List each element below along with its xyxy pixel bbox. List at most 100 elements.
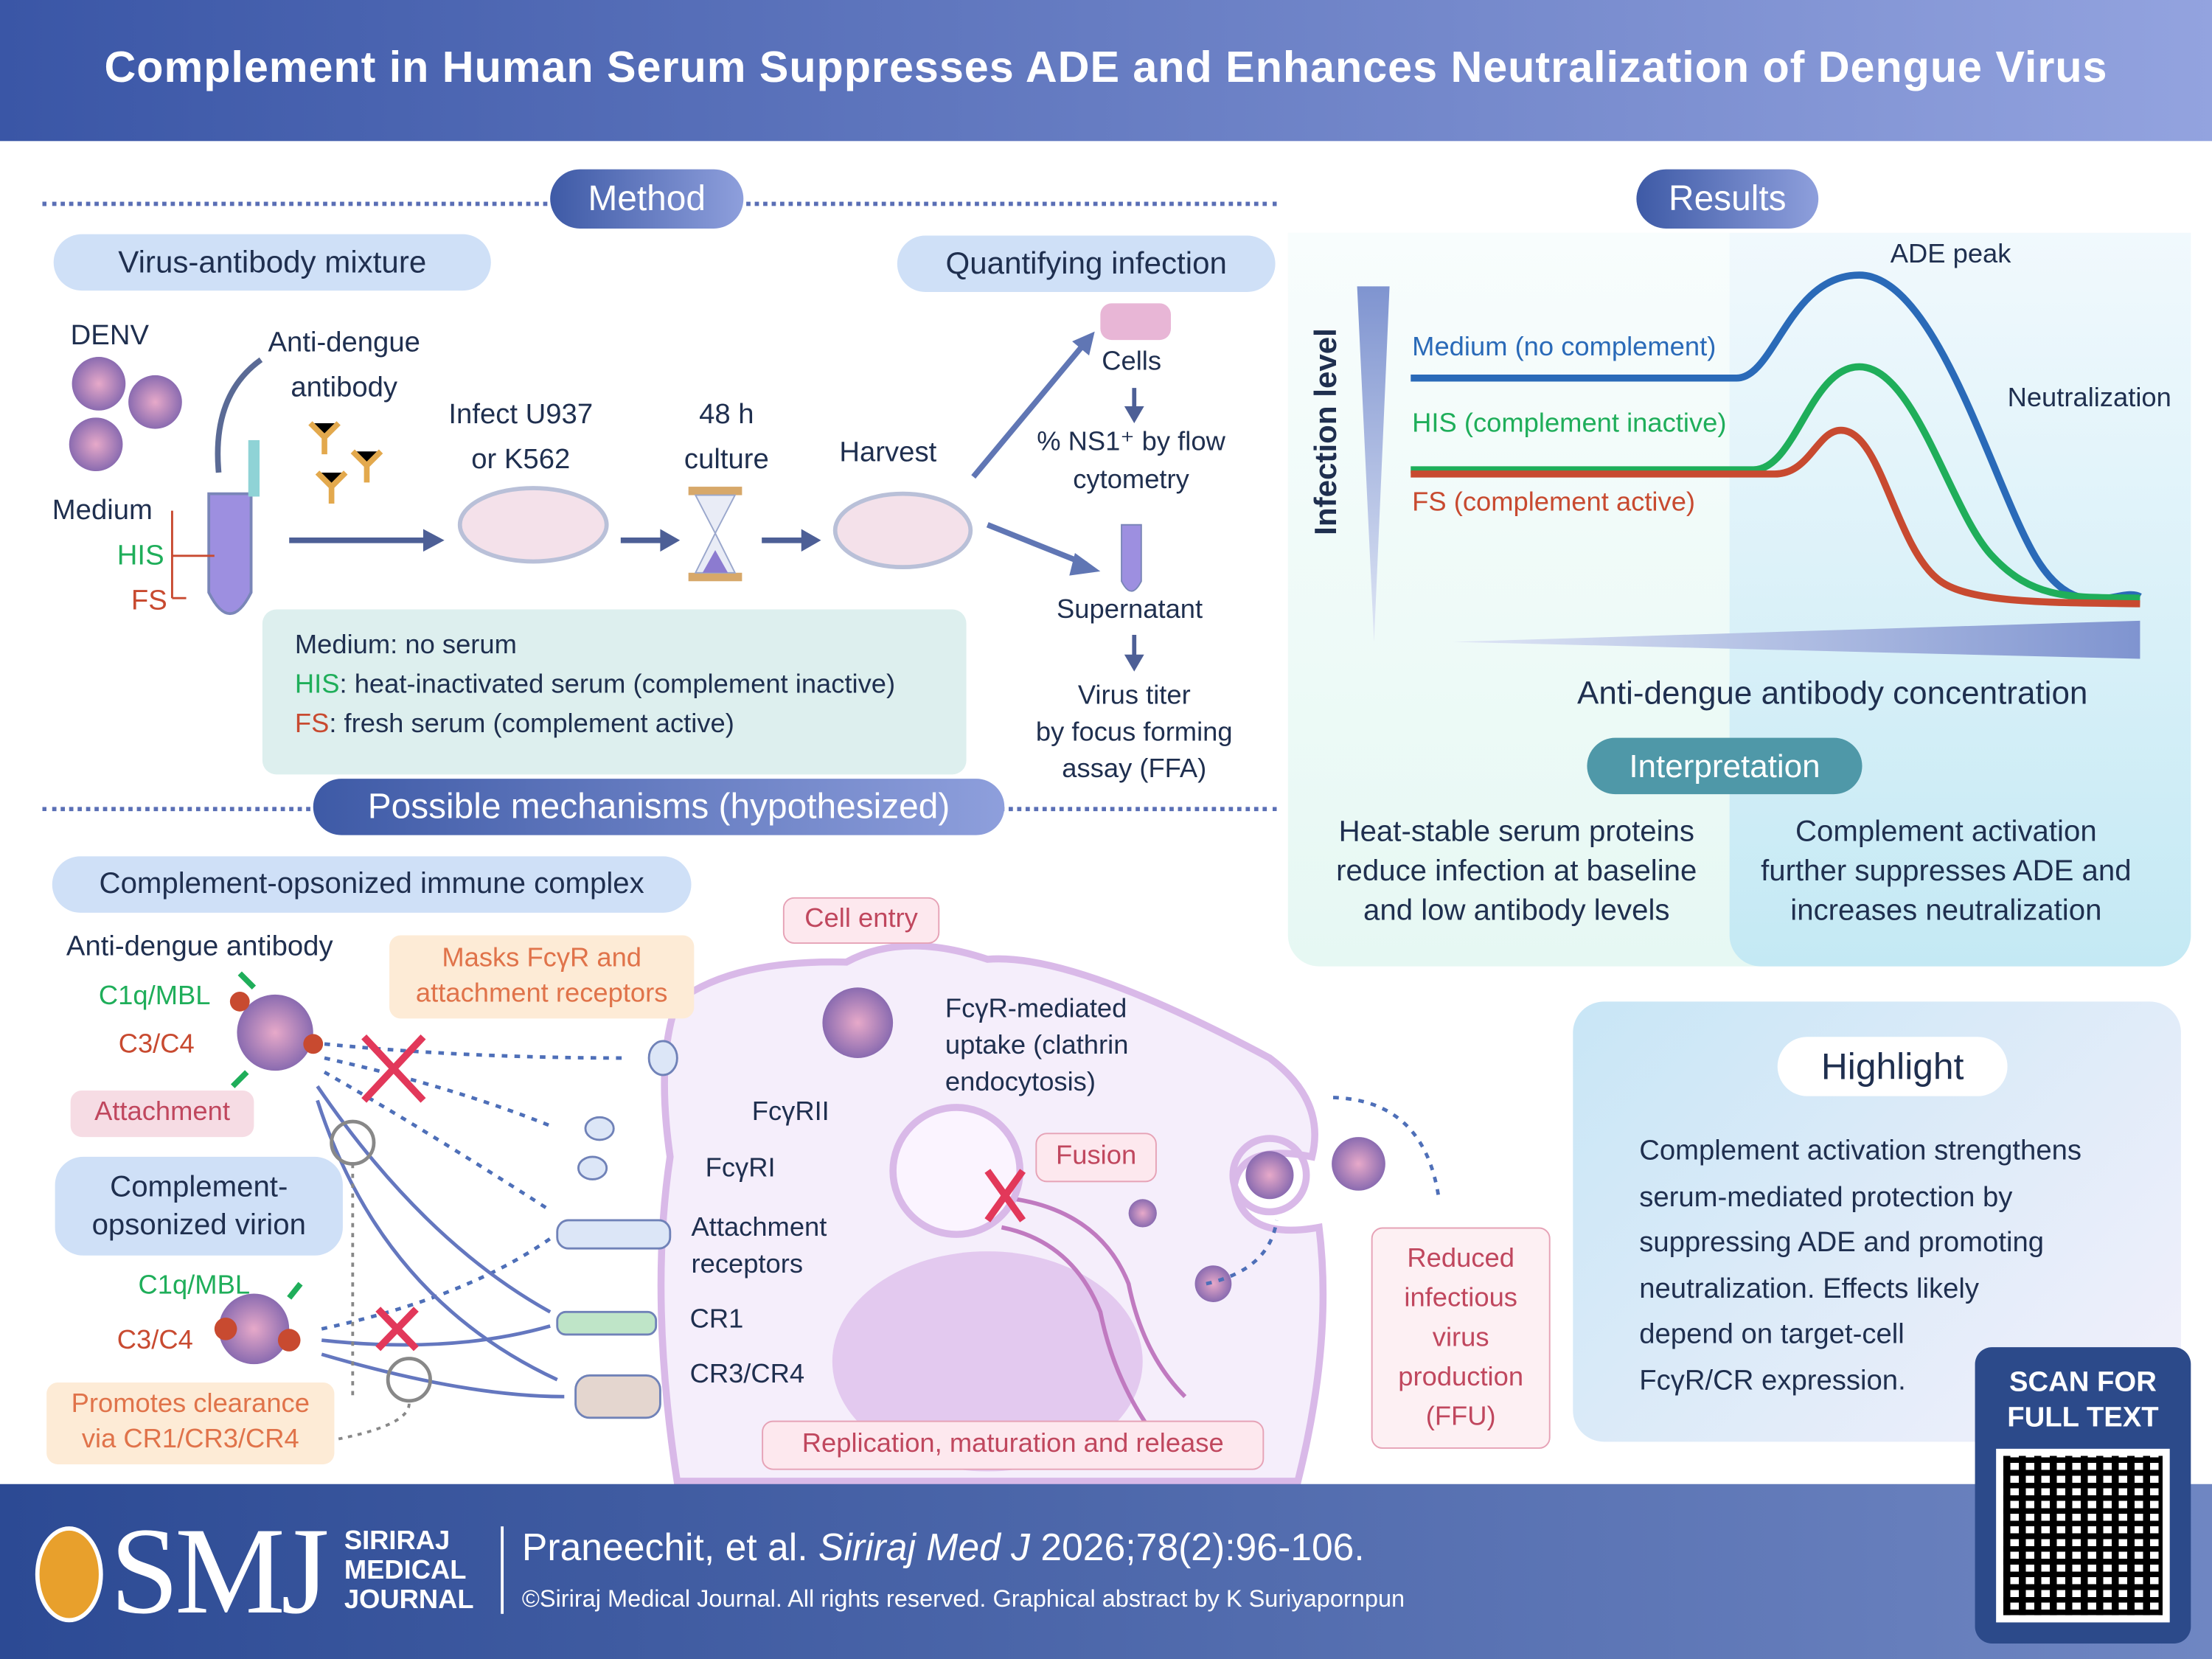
interpretation-header: Interpretation <box>1587 737 1863 795</box>
label-line: depend on target-cell <box>1639 1318 1905 1350</box>
results-header: Results <box>1636 169 1819 229</box>
label-line: SIRIRAJ <box>344 1526 451 1557</box>
antibody-icon <box>308 421 383 504</box>
label-line: FcγR/CR expression. <box>1639 1365 1906 1397</box>
condition-fs: FS <box>131 585 167 617</box>
label-line: receptors <box>691 1250 804 1280</box>
c1q-label: C1q/MBL <box>98 981 211 1012</box>
legend-desc: : heat-inactivated serum (complement ina… <box>339 669 896 700</box>
label-line: Reduced <box>1407 1243 1514 1273</box>
qr-code[interactable] <box>1996 1448 2170 1623</box>
c3-c4-icon <box>214 992 324 1352</box>
label-line: Attachment <box>691 1213 827 1243</box>
label-line: Promotes clearance <box>71 1390 310 1420</box>
hourglass-icon <box>688 487 742 582</box>
cell-entry-box: Cell entry <box>782 897 940 944</box>
label-line: further suppresses ADE and <box>1761 855 2132 888</box>
footer <box>0 1484 2212 1659</box>
receptor-icon <box>556 1040 678 1419</box>
attachment-receptors-label: Attachment receptors <box>692 1211 827 1284</box>
label-line: reduce infection at baseline <box>1336 855 1697 888</box>
y-axis-label: Infection level <box>1307 328 1343 535</box>
annotation-neutralization: Neutralization <box>2007 383 2171 414</box>
label-line: JOURNAL <box>344 1585 474 1615</box>
series-his-line <box>1411 363 2140 602</box>
c1q-label: C1q/MBL <box>138 1270 251 1301</box>
complex-label: Complement-opsonized immune complex <box>52 856 692 913</box>
antibody-label: Anti-dengue antibody <box>66 931 333 962</box>
cr1-label: CR1 <box>689 1304 744 1335</box>
method-header: Method <box>550 169 744 229</box>
smj-logo: SMJ <box>110 1503 329 1641</box>
label-line: antibody <box>291 372 398 404</box>
label-line: MEDICAL <box>344 1556 467 1586</box>
label-line: serum-mediated protection by <box>1639 1181 2013 1213</box>
copyright: ©Siriraj Medical Journal. All rights res… <box>521 1585 1405 1613</box>
divider <box>501 1526 504 1614</box>
label-line: % NS1⁺ by flow <box>1037 427 1225 457</box>
label-line: neutralization. Effects likely <box>1639 1273 1980 1304</box>
condition-medium: Medium <box>52 495 153 526</box>
mixture-label: Virus-antibody mixture <box>53 234 491 291</box>
label-line: (FFU) <box>1425 1401 1496 1432</box>
label-line: Masks FcγR and <box>442 943 642 973</box>
clearance-box: Promotes clearance via CR1/CR3/CR4 <box>46 1382 335 1464</box>
label-line: by focus forming <box>1035 717 1233 748</box>
quantifying-label: Quantifying infection <box>897 235 1276 293</box>
dish-icon <box>457 486 609 564</box>
legend-fs: FS: fresh serum (complement active) <box>295 706 967 745</box>
condition-legend-box: Medium: no serum HIS: heat-inactivated s… <box>262 609 967 775</box>
fcgri-label: FcγRI <box>705 1154 776 1184</box>
replication-box: Replication, maturation and release <box>762 1420 1265 1470</box>
results-chart <box>1357 271 2142 659</box>
label-line: 48 h <box>699 399 754 431</box>
c3-c4-label: C3/C4 <box>116 1326 193 1356</box>
label-line: attachment receptors <box>415 978 668 1009</box>
denv-virus-icon <box>69 357 182 472</box>
legend-desc: : fresh serum (complement active) <box>329 709 734 740</box>
attachment-box: Attachment <box>70 1090 254 1138</box>
fcgrii-label: FcγRII <box>751 1097 830 1127</box>
tube-icon <box>207 439 260 615</box>
legend-medium: Medium: no serum <box>295 626 967 666</box>
cells-icon <box>1100 303 1172 341</box>
citation-journal: Siriraj Med J <box>818 1526 1030 1569</box>
series-label-fs: FS (complement active) <box>1412 487 1696 518</box>
legend-key: HIS <box>294 669 340 700</box>
legend-key: Medium <box>294 630 391 661</box>
highlight-header: Highlight <box>1777 1037 2008 1096</box>
x-axis-label: Anti-dengue antibody concentration <box>1577 674 2088 712</box>
label-line: culture <box>684 444 769 476</box>
legend-key: FS <box>294 709 330 740</box>
nucleus <box>832 1251 1143 1472</box>
citation: Praneechit, et al. Siriraj Med J 2026;78… <box>522 1526 1365 1570</box>
label-line: Virus titer <box>1077 681 1191 712</box>
label-line: suppressing ADE and promoting <box>1639 1227 2045 1259</box>
label-line: via CR1/CR3/CR4 <box>81 1425 299 1455</box>
label-line: and low antibody levels <box>1363 894 1670 928</box>
label-line: uptake (clathrin <box>945 1031 1129 1061</box>
arrow-icon <box>215 357 263 473</box>
culture-label: 48 h culture <box>684 392 769 482</box>
cross-icon <box>361 1034 1026 1352</box>
legend-his: HIS: heat-inactivated serum (complement … <box>295 666 967 706</box>
label-line: Heat-stable serum proteins <box>1338 815 1694 848</box>
label-line: Complement activation strengthens <box>1639 1135 2082 1167</box>
condition-his: HIS <box>116 540 164 571</box>
virion-label: Complement-opsonized virion <box>55 1156 343 1256</box>
series-fs-line <box>1411 426 2140 608</box>
label-line: cytometry <box>1073 465 1189 495</box>
c3-c4-label: C3/C4 <box>118 1029 195 1060</box>
siriraj-seal-logo <box>35 1526 103 1623</box>
legend-desc: : no serum <box>390 630 517 661</box>
mechanism-illustration <box>214 942 1441 1485</box>
cr3-cr4-label: CR3/CR4 <box>689 1360 805 1390</box>
label-line: Complement- <box>110 1170 288 1203</box>
